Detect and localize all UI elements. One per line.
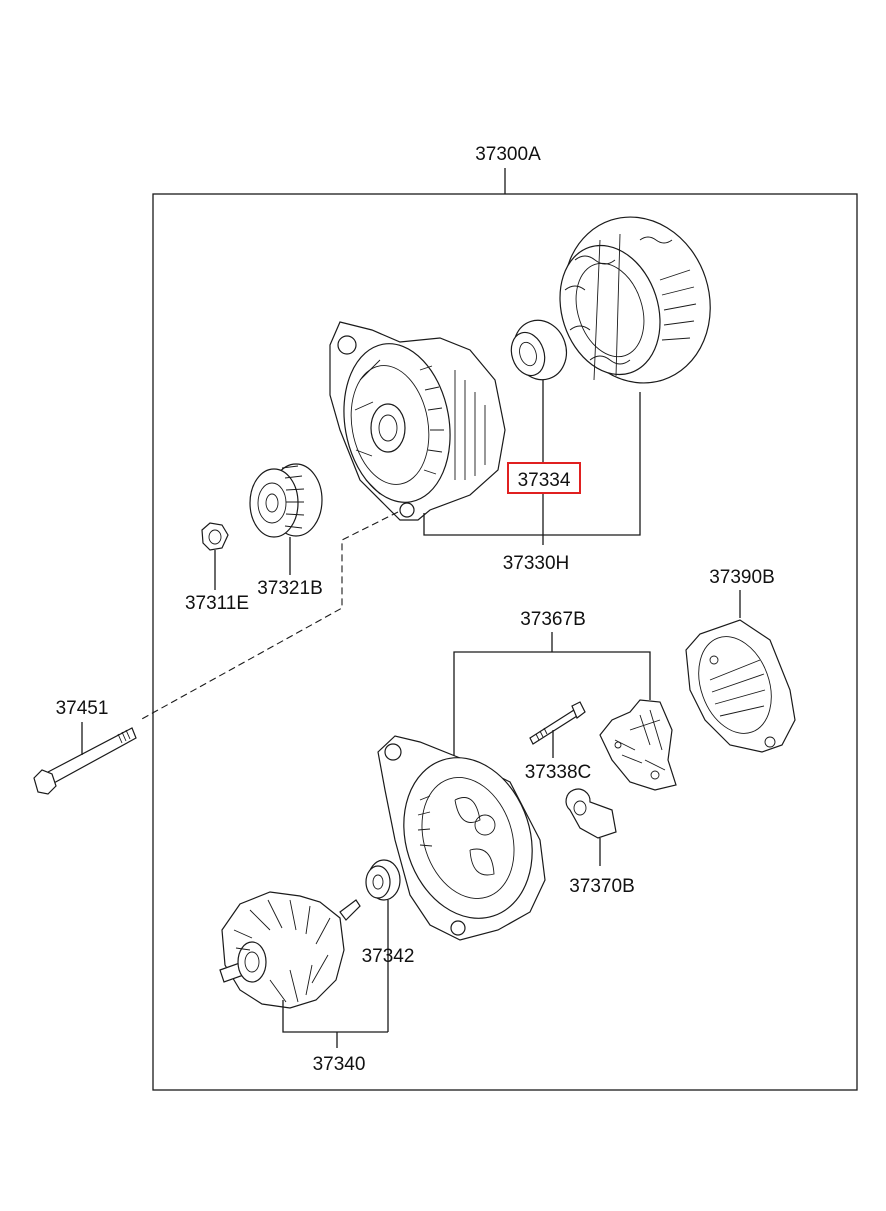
bearing-icon[interactable] — [365, 859, 401, 901]
label-37367b[interactable]: 37367B — [520, 609, 586, 630]
label-37370b[interactable]: 37370B — [569, 876, 635, 897]
label-37311e[interactable]: 37311E — [185, 593, 249, 614]
clip-icon[interactable] — [565, 788, 617, 839]
pulley-icon[interactable] — [249, 463, 323, 538]
nut-icon[interactable] — [201, 522, 229, 551]
label-37334[interactable]: 37334 — [518, 470, 571, 491]
bearing-icon[interactable] — [506, 313, 574, 386]
front-bracket-icon[interactable] — [329, 321, 506, 521]
stator-icon[interactable] — [543, 198, 732, 402]
label-37338c[interactable]: 37338C — [525, 762, 592, 783]
rear-cover-icon[interactable] — [685, 619, 796, 753]
bolt-icon[interactable] — [33, 727, 137, 795]
rotor-icon[interactable] — [219, 891, 361, 1009]
label-37321b[interactable]: 37321B — [257, 578, 323, 599]
brush-holder-icon[interactable] — [599, 699, 677, 791]
label-37330h[interactable]: 37330H — [503, 553, 570, 574]
rear-bracket-icon[interactable] — [377, 735, 552, 941]
label-37342[interactable]: 37342 — [362, 946, 415, 967]
label-37390b[interactable]: 37390B — [709, 567, 775, 588]
label-37340[interactable]: 37340 — [313, 1054, 366, 1075]
screw-icon[interactable] — [529, 701, 586, 745]
highlight-box — [507, 462, 581, 494]
label-37300a[interactable]: 37300A — [475, 144, 541, 165]
label-37451[interactable]: 37451 — [56, 698, 109, 719]
